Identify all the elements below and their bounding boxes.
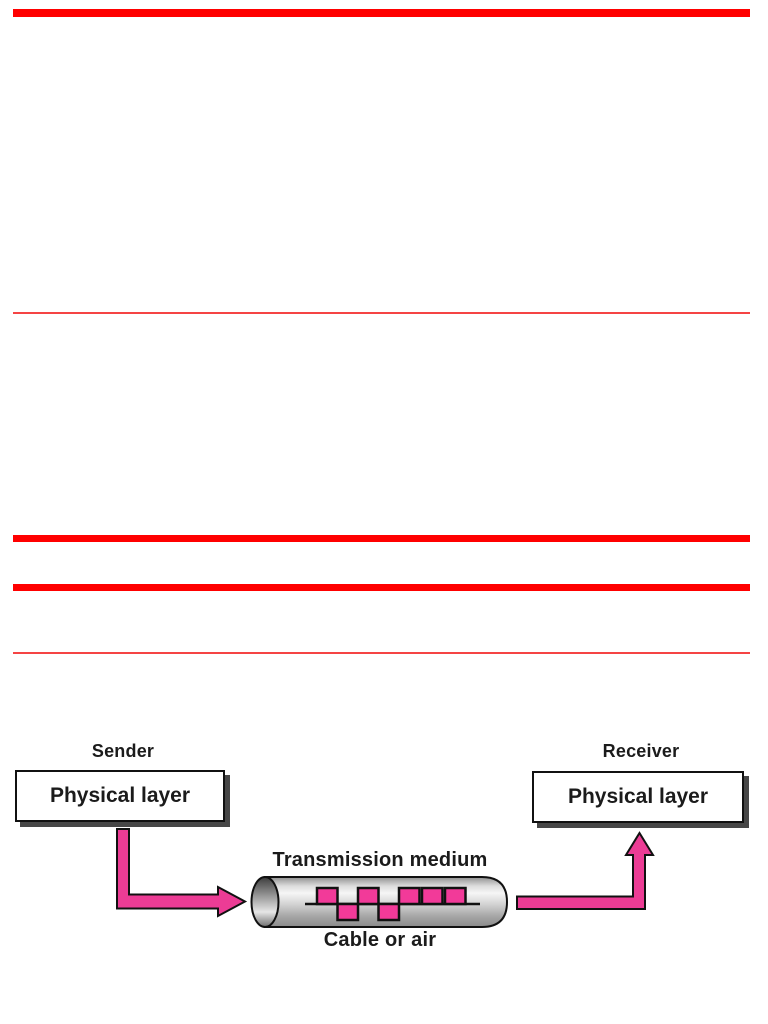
red-rule-top [13, 9, 750, 17]
signal-bit-1 [420, 886, 444, 906]
transmission-medium-label: Transmission medium [272, 849, 488, 871]
cable-or-air-label: Cable or air [323, 929, 437, 951]
medium-to-receiver-arrow [516, 831, 655, 910]
signal-bit-0 [377, 902, 401, 922]
red-rule-thin-1 [13, 312, 750, 314]
sender-physical-layer-box: Physical layer [15, 770, 225, 822]
receiver-label: Receiver [602, 741, 680, 761]
signal-bit-1 [443, 886, 467, 906]
red-rule-mid-1 [13, 535, 750, 542]
receiver-box-label: Physical layer [567, 785, 709, 808]
signal-squares [315, 886, 467, 922]
receiver-physical-layer-box: Physical layer [532, 771, 744, 823]
sender-box-label: Physical layer [49, 784, 191, 807]
sender-label: Sender [91, 741, 155, 761]
signal-bit-1 [397, 886, 421, 906]
signal-bit-1 [356, 886, 380, 906]
cylinder-end-cap [250, 876, 280, 928]
signal-bit-1 [315, 886, 339, 906]
red-rule-thin-2 [13, 652, 750, 654]
red-rule-mid-2 [13, 584, 750, 591]
signal-bit-0 [336, 902, 360, 922]
sender-to-medium-arrow [116, 828, 248, 918]
